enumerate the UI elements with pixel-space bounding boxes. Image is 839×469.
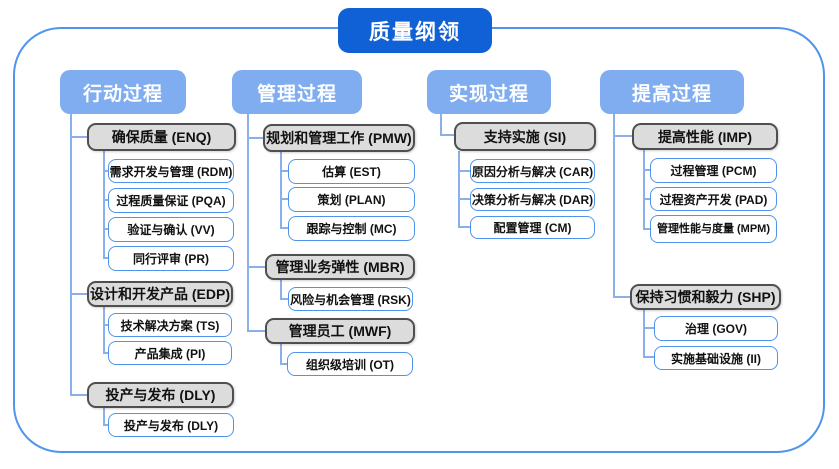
node-ts: 技术解决方案 (TS) xyxy=(108,313,232,337)
connector-line xyxy=(643,169,650,171)
node-ii: 实施基础设施 (II) xyxy=(654,346,778,370)
node-imp: 提高性能 (IMP) xyxy=(632,123,778,150)
node-pr: 同行评审 (PR) xyxy=(108,246,234,271)
connector-line xyxy=(103,352,109,354)
node-enq: 确保质量 (ENQ) xyxy=(87,123,236,151)
node-mpm: 管理性能与度量 (MPM) xyxy=(650,215,777,243)
header-action-process: 行动过程 xyxy=(60,70,186,114)
node-dar: 决策分析与解决 (DAR) xyxy=(470,188,595,211)
node-si: 支持实施 (SI) xyxy=(454,122,596,151)
node-dly-child: 投产与发布 (DLY) xyxy=(108,413,234,437)
connector-line xyxy=(70,114,72,396)
node-car: 原因分析与解决 (CAR) xyxy=(470,159,595,183)
connector-line xyxy=(643,356,654,358)
node-pcm: 过程管理 (PCM) xyxy=(650,158,777,183)
connector-line xyxy=(70,136,87,138)
connector-line xyxy=(613,135,632,137)
connector-line xyxy=(280,363,288,365)
connector-line xyxy=(280,227,288,229)
connector-line xyxy=(247,266,265,268)
node-rdm: 需求开发与管理 (RDM) xyxy=(108,159,234,183)
connector-line xyxy=(458,226,470,228)
connector-line xyxy=(280,170,288,172)
node-pi: 产品集成 (PI) xyxy=(108,341,232,365)
connector-line xyxy=(643,228,650,230)
connector-line xyxy=(103,408,105,425)
node-pad: 过程资产开发 (PAD) xyxy=(650,187,777,211)
connector-line xyxy=(103,324,109,326)
node-vv: 验证与确认 (VV) xyxy=(108,217,234,242)
node-mbr: 管理业务弹性 (MBR) xyxy=(265,254,415,280)
node-pmw: 规划和管理工作 (PMW) xyxy=(263,124,415,152)
connector-line xyxy=(613,114,615,298)
header-improvement-process: 提高过程 xyxy=(600,70,744,114)
connector-line xyxy=(643,198,650,200)
node-mwf: 管理员工 (MWF) xyxy=(265,318,415,344)
node-ot: 组织级培训 (OT) xyxy=(287,352,413,376)
connector-line xyxy=(247,330,265,332)
connector-line xyxy=(643,327,654,329)
node-gov: 治理 (GOV) xyxy=(654,316,778,341)
node-mc: 跟踪与控制 (MC) xyxy=(288,216,415,241)
connector-line xyxy=(440,114,442,136)
connector-line xyxy=(103,151,105,259)
connector-line xyxy=(280,152,282,229)
connector-line xyxy=(103,199,109,201)
connector-line xyxy=(280,344,282,364)
connector-line xyxy=(103,170,109,172)
connector-line xyxy=(280,198,288,200)
connector-line xyxy=(440,134,454,136)
node-rsk: 风险与机会管理 (RSK) xyxy=(288,287,413,311)
connector-line xyxy=(70,293,87,295)
node-edp: 设计和开发产品 (EDP) xyxy=(87,281,233,307)
connector-line xyxy=(643,310,645,358)
diagram-title: 质量纲领 xyxy=(338,8,492,53)
connector-line xyxy=(103,257,109,259)
connector-line xyxy=(247,137,263,139)
connector-line xyxy=(613,296,630,298)
connector-line xyxy=(458,151,460,228)
header-realization-process: 实现过程 xyxy=(427,70,551,114)
node-plan: 策划 (PLAN) xyxy=(288,187,415,212)
connector-line xyxy=(643,150,645,229)
connector-line xyxy=(280,280,282,299)
connector-line xyxy=(103,228,109,230)
connector-line xyxy=(458,170,470,172)
node-shp: 保持习惯和毅力 (SHP) xyxy=(630,284,781,310)
node-est: 估算 (EST) xyxy=(288,159,415,184)
connector-line xyxy=(458,198,470,200)
node-pqa: 过程质量保证 (PQA) xyxy=(108,188,234,213)
connector-line xyxy=(247,114,249,332)
connector-line xyxy=(70,394,87,396)
connector-line xyxy=(103,424,109,426)
connector-line xyxy=(280,298,288,300)
header-management-process: 管理过程 xyxy=(232,70,362,114)
node-dly: 投产与发布 (DLY) xyxy=(87,382,234,408)
node-cm: 配置管理 (CM) xyxy=(470,216,595,239)
connector-line xyxy=(103,307,105,354)
